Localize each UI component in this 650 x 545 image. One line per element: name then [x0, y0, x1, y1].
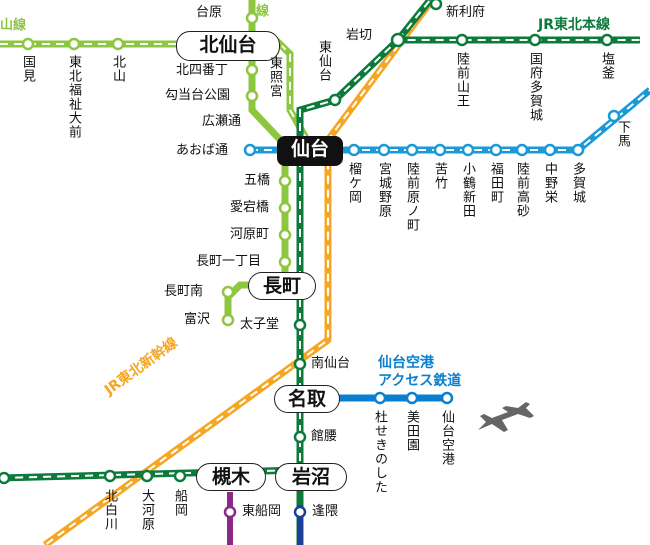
station-morisekinoshita[interactable]: 杜せきのした: [372, 410, 387, 494]
airplane-icon: [478, 402, 534, 432]
station-kitayama[interactable]: 北山: [110, 55, 125, 83]
station-tsutsujigaoka[interactable]: 榴ケ岡: [346, 162, 361, 204]
station-tosho[interactable]: 東照宮: [267, 56, 282, 98]
station-kawaramachi[interactable]: 河原町: [230, 227, 270, 242]
station-kitashirakawa[interactable]: 北白川: [102, 489, 117, 531]
station-tomizawa[interactable]: 富沢: [184, 312, 211, 327]
station-ogawara[interactable]: 大河原: [139, 489, 154, 531]
station-kitayobancho[interactable]: 北四番丁: [176, 63, 229, 78]
hub-tsukinoki[interactable]: 槻木: [196, 463, 266, 491]
station-nigatake[interactable]: 苦竹: [432, 162, 447, 190]
station-shiogama[interactable]: 塩釜: [599, 52, 614, 80]
station-koutoudai[interactable]: 勾当台公園: [165, 88, 231, 103]
station-funaoka[interactable]: 船岡: [172, 489, 187, 517]
station-iwakiri[interactable]: 岩切: [346, 28, 373, 43]
hub-iwanuma[interactable]: 岩沼: [275, 463, 347, 491]
station-rikuzentakasago[interactable]: 陸前高砂: [514, 162, 529, 218]
hub-nagamachi[interactable]: 長町: [248, 272, 316, 300]
station-nakanosakae[interactable]: 中野栄: [542, 162, 557, 204]
line-label-senzan: 山線: [0, 18, 27, 33]
hub-natori[interactable]: 名取: [274, 385, 340, 413]
station-tohokufukushi[interactable]: 東北福祉大前: [66, 55, 81, 139]
station-dots: [0, 0, 621, 519]
station-rikuzensanno[interactable]: 陸前山王: [454, 52, 469, 108]
station-sendai-airport[interactable]: 仙台空港: [439, 410, 454, 466]
shinkansen-line: [42, 0, 435, 545]
station-kunimi[interactable]: 国見: [20, 55, 35, 83]
station-atagobashi[interactable]: 愛宕橋: [230, 200, 270, 215]
station-higashifunaoka[interactable]: 東船岡: [242, 504, 282, 519]
station-tagajo[interactable]: 多賀城: [570, 162, 585, 204]
station-ohkuma[interactable]: 逢隈: [312, 504, 339, 519]
line-label-airport-2: アクセス鉄道: [378, 373, 462, 389]
hub-sendai[interactable]: 仙台: [277, 136, 343, 166]
line-label-airport-1: 仙台空港: [378, 355, 434, 371]
station-tateyoshi[interactable]: 館腰: [311, 429, 338, 444]
station-kokufutagajo[interactable]: 国府多賀城: [527, 52, 542, 122]
station-shinrifu[interactable]: 新利府: [446, 5, 486, 20]
station-fukudamachi[interactable]: 福田町: [488, 162, 503, 204]
station-hirose[interactable]: 広瀬通: [202, 114, 242, 129]
station-kozurushinden[interactable]: 小鶴新田: [460, 162, 475, 218]
station-taishido[interactable]: 太子堂: [240, 317, 280, 332]
station-nagamachi-minami[interactable]: 長町南: [164, 284, 204, 299]
station-daihara[interactable]: 台原: [196, 5, 223, 20]
station-miyaginono[interactable]: 宮城野原: [376, 162, 391, 218]
station-minamisendai[interactable]: 南仙台: [311, 356, 351, 371]
line-label-tohoku-main: JR東北本線: [538, 17, 610, 33]
station-higashisendai[interactable]: 東仙台: [316, 40, 331, 82]
station-rikuzenharanomachi[interactable]: 陸前原ノ町: [404, 162, 419, 232]
hub-kitasendai[interactable]: 北仙台: [176, 31, 280, 61]
station-nagamachi-itchome[interactable]: 長町一丁目: [196, 254, 262, 269]
station-aobadori[interactable]: あおば通: [176, 143, 229, 158]
station-shimoma[interactable]: 下馬: [615, 120, 630, 148]
station-mitazono[interactable]: 美田園: [404, 410, 419, 452]
line-label-senzan-partial: 線: [256, 4, 270, 19]
station-itsutsubashi[interactable]: 五橋: [244, 173, 271, 188]
